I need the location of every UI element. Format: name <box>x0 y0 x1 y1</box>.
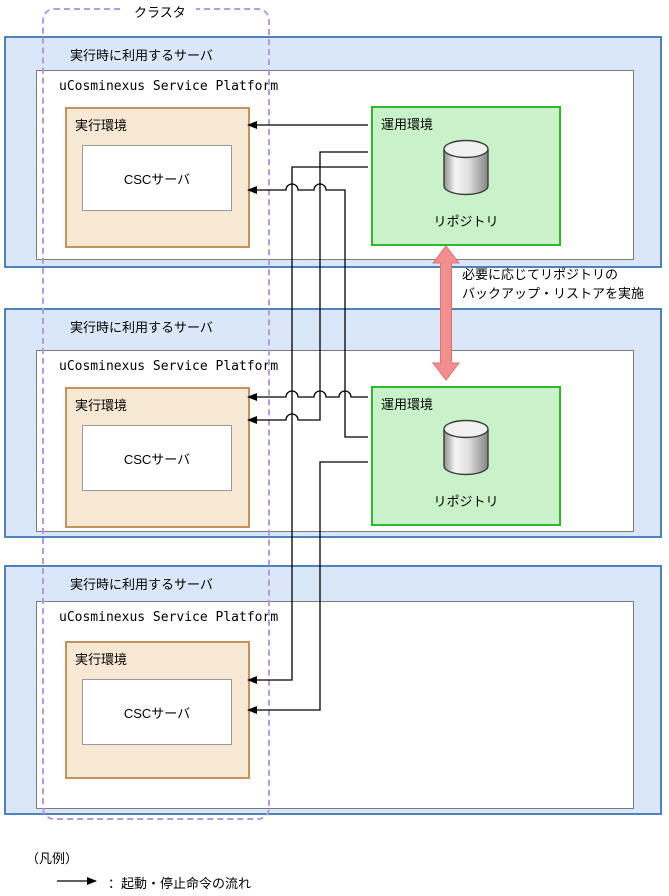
platform-box-1: uCosminexus Service Platform 実行環境 CSCサーバ… <box>36 70 634 260</box>
annotation-line-2: バックアップ・リストアを実施 <box>462 285 645 301</box>
csc-server-label: CSCサーバ <box>123 705 191 721</box>
platform-box-3: uCosminexus Service Platform 実行環境 CSCサーバ <box>36 601 634 809</box>
ops-env-title: 運用環境 <box>381 397 434 412</box>
runtime-server-box-2: 実行時に利用するサーバ uCosminexus Service Platform… <box>4 308 662 538</box>
platform-box-2: uCosminexus Service Platform 実行環境 CSCサーバ… <box>36 350 634 532</box>
ops-env-title: 運用環境 <box>381 117 434 132</box>
runtime-server-title: 実行時に利用するサーバ <box>70 577 213 592</box>
platform-title: uCosminexus Service Platform <box>59 79 279 94</box>
csc-server-label: CSCサーバ <box>123 451 191 467</box>
runtime-server-box-1: 実行時に利用するサーバ uCosminexus Service Platform… <box>4 36 662 268</box>
platform-title: uCosminexus Service Platform <box>59 359 279 374</box>
legend-flow-label: ：起動・停止命令の流れ <box>108 876 252 891</box>
csc-server-box-2: CSCサーバ <box>82 425 232 491</box>
backup-restore-annotation: 必要に応じてリポジトリの バックアップ・リストアを実施 <box>462 266 644 304</box>
exec-env-title: 実行環境 <box>75 118 128 133</box>
csc-server-box-3: CSCサーバ <box>82 679 232 745</box>
exec-env-title: 実行環境 <box>75 398 128 413</box>
repository-cylinder-icon <box>440 138 492 198</box>
exec-env-title: 実行環境 <box>75 652 128 667</box>
runtime-server-box-3: 実行時に利用するサーバ uCosminexus Service Platform… <box>4 565 662 815</box>
repository-label: リポジトリ <box>433 214 499 229</box>
legend-heading: （凡例） <box>26 851 79 866</box>
annotation-line-1: 必要に応じてリポジトリの <box>462 267 619 282</box>
repository-label: リポジトリ <box>433 494 499 509</box>
exec-env-box-1: 実行環境 CSCサーバ <box>65 107 250 248</box>
runtime-server-title: 実行時に利用するサーバ <box>70 320 213 335</box>
ops-env-box-1: 運用環境 <box>371 106 561 246</box>
exec-env-box-3: 実行環境 CSCサーバ <box>65 641 250 779</box>
cluster-label: クラスタ <box>124 2 196 21</box>
exec-env-box-2: 実行環境 CSCサーバ <box>65 387 250 528</box>
repository-cylinder-icon <box>440 418 492 478</box>
csc-server-label: CSCサーバ <box>123 171 191 187</box>
csc-server-box-1: CSCサーバ <box>82 145 232 211</box>
platform-title: uCosminexus Service Platform <box>59 610 279 625</box>
ops-env-box-2: 運用環境 リポジトリ <box>371 386 561 526</box>
runtime-server-title: 実行時に利用するサーバ <box>70 48 213 63</box>
